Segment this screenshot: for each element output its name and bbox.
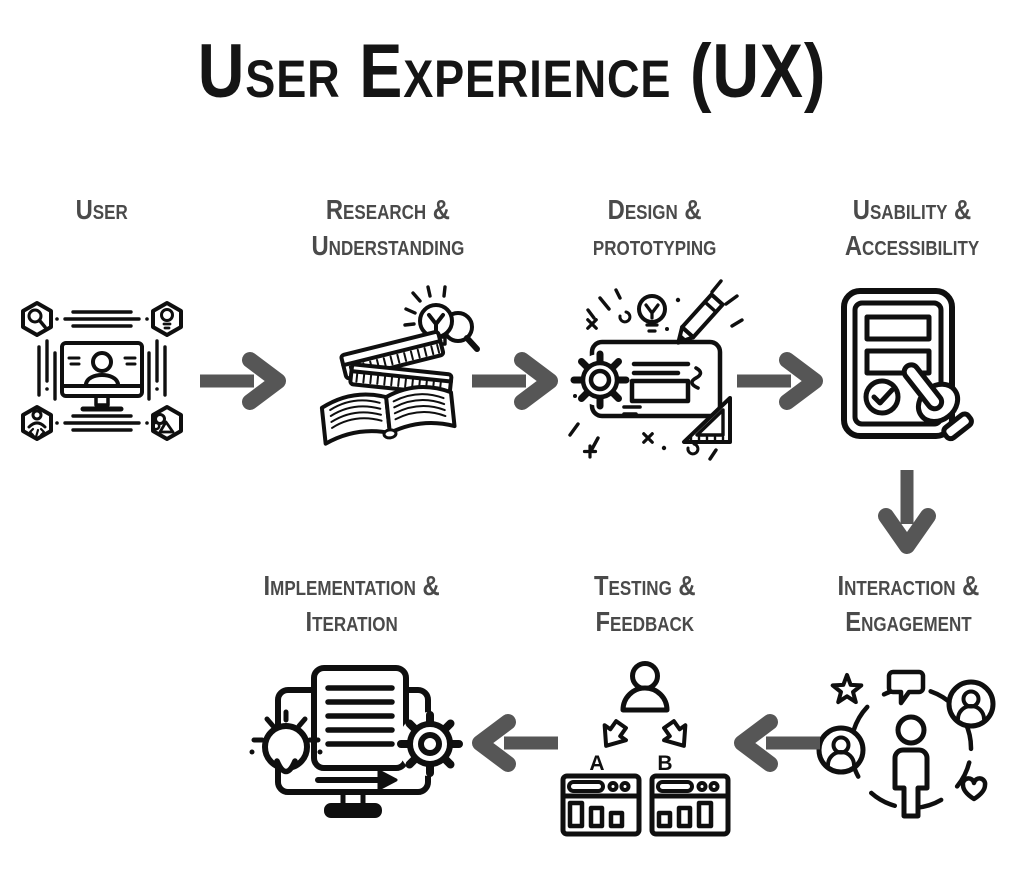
blueprint-design-icon (560, 276, 750, 462)
stage-implementation: Implementation & Iteration (249, 568, 463, 838)
ab-testing-icon: A B (553, 652, 738, 838)
stage-user: User (0, 192, 204, 462)
monitor-document-gear-icon (240, 652, 464, 838)
books-research-icon (293, 276, 483, 462)
stage-testing-label: Testing & Feedback (594, 570, 696, 637)
stage-usability-label: Usability & Accessibility (844, 194, 980, 261)
stage-research-label: Research & Understanding (311, 194, 465, 261)
variant-b-label: B (657, 752, 672, 775)
stage-design-label: Design & prototyping (593, 194, 717, 261)
stage-research: Research & Understanding (286, 192, 490, 462)
stage-implementation-label: Implementation & Iteration (263, 570, 441, 637)
flow-arrow-user-to-research (196, 350, 300, 412)
flow-arrow-design-to-usability (733, 350, 837, 412)
variant-a-label: A (589, 752, 604, 775)
flow-arrow-interaction-to-testing (720, 712, 824, 774)
flow-arrow-testing-to-implementation (458, 712, 562, 774)
stage-usability: Usability & Accessibility (810, 192, 1014, 462)
stage-interaction: Interaction & Engagement (806, 568, 1010, 838)
flow-arrow-usability-to-interaction (874, 466, 940, 560)
stage-testing: Testing & Feedback A B (543, 568, 747, 838)
page-title: User Experience (UX) (197, 29, 827, 114)
stage-interaction-label: Interaction & Engagement (837, 570, 979, 637)
community-circle-icon (811, 652, 1006, 838)
user-network-icon (7, 276, 197, 462)
stage-design: Design & prototyping (553, 192, 757, 462)
form-checklist-hand-icon (822, 276, 1002, 462)
flow-arrow-research-to-design (468, 350, 572, 412)
stage-user-label: User (75, 194, 129, 225)
